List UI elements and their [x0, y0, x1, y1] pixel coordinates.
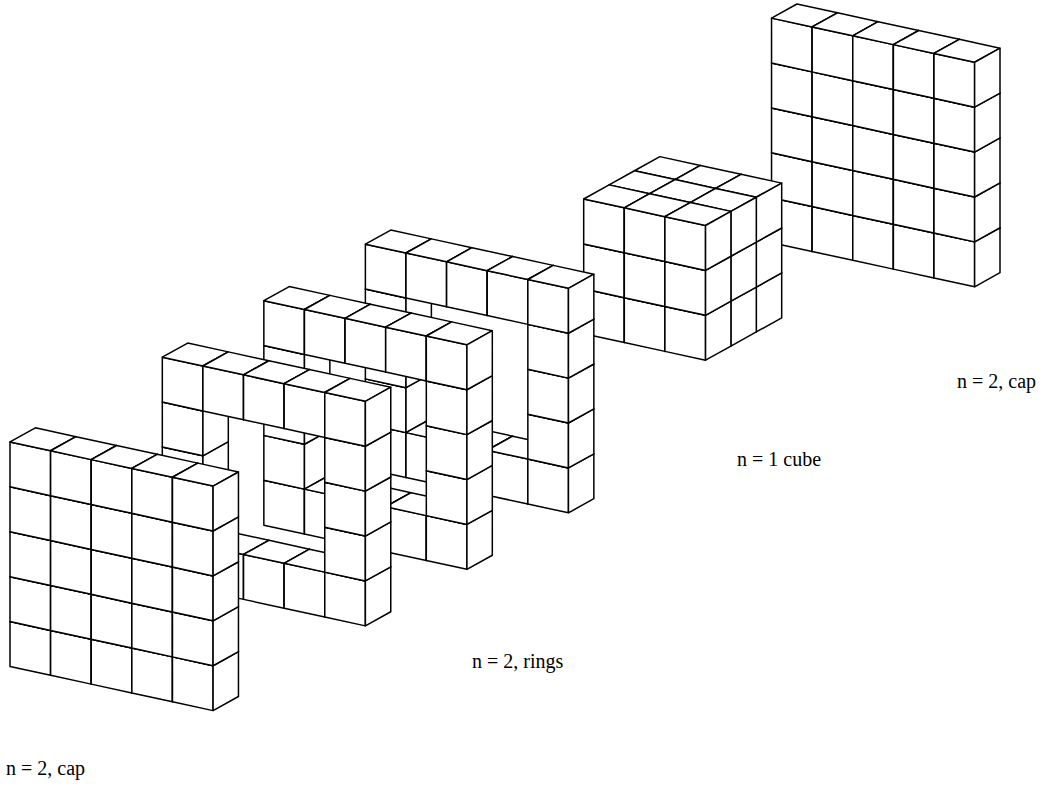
cube-face [365, 387, 390, 446]
piece-label: n = 2, rings [470, 650, 565, 672]
piece-label: n = 2, cap [4, 757, 87, 779]
cube-face [975, 48, 1000, 107]
piece-label: n = 2, cap [955, 370, 1038, 392]
unit-cubes [10, 4, 1000, 711]
cube-face [731, 197, 756, 256]
piece-label: n = 1 cube [735, 448, 823, 470]
cube-face [706, 211, 731, 270]
cube-face [756, 183, 781, 242]
cube-face [213, 472, 238, 531]
cube-face [467, 331, 492, 390]
cube-face [568, 274, 593, 333]
